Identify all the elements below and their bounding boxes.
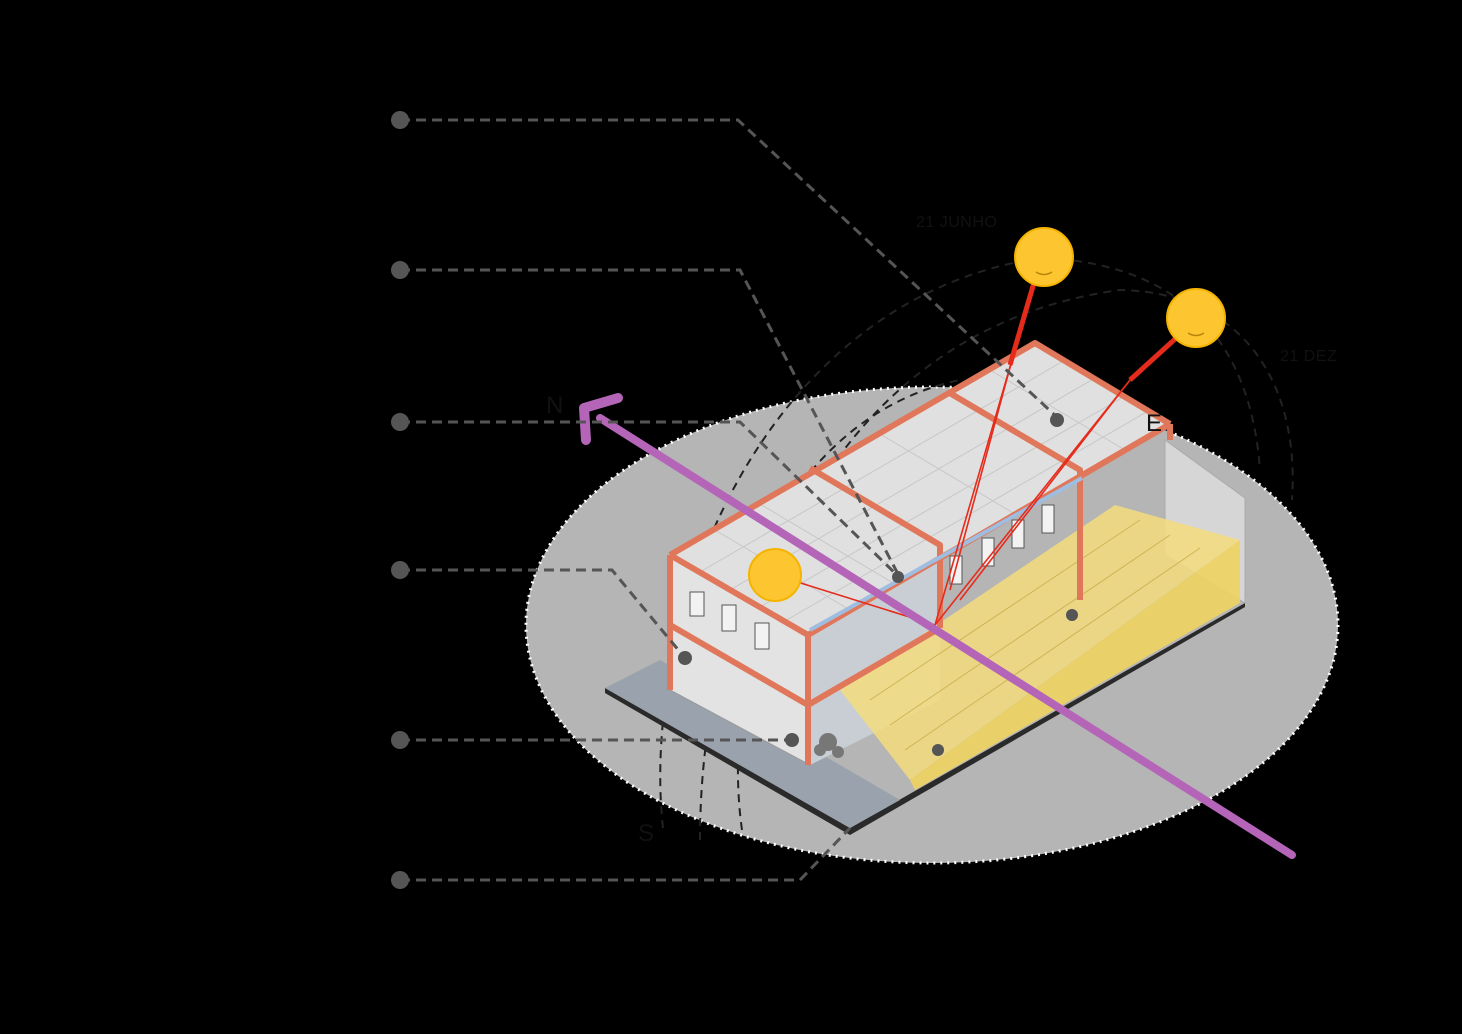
callout-dot-2 xyxy=(391,261,409,279)
callout-dot-5 xyxy=(391,731,409,749)
compass-east-label: E xyxy=(1146,410,1162,438)
callout-dot-1 xyxy=(391,111,409,129)
target-dot-4 xyxy=(785,733,799,747)
target-dot-6 xyxy=(1066,609,1078,621)
target-dot-5 xyxy=(932,744,944,756)
target-dot-3 xyxy=(678,651,692,665)
callout-dot-3 xyxy=(391,413,409,431)
target-dot-2 xyxy=(892,571,904,583)
summer-arc-label: 21 JUNHO xyxy=(916,214,997,232)
compass-north-label: N xyxy=(546,392,563,420)
target-dot-1 xyxy=(1050,413,1064,427)
callout-dot-6 xyxy=(391,871,409,889)
sun-icon-summer xyxy=(1015,228,1073,286)
compass-south-label: S xyxy=(638,820,654,848)
sun-icon-equinox xyxy=(1167,289,1225,347)
sun-icon-winter xyxy=(749,549,801,601)
callout-dot-4 xyxy=(391,561,409,579)
winter-arc-label: 21 DEZ xyxy=(1280,348,1337,366)
